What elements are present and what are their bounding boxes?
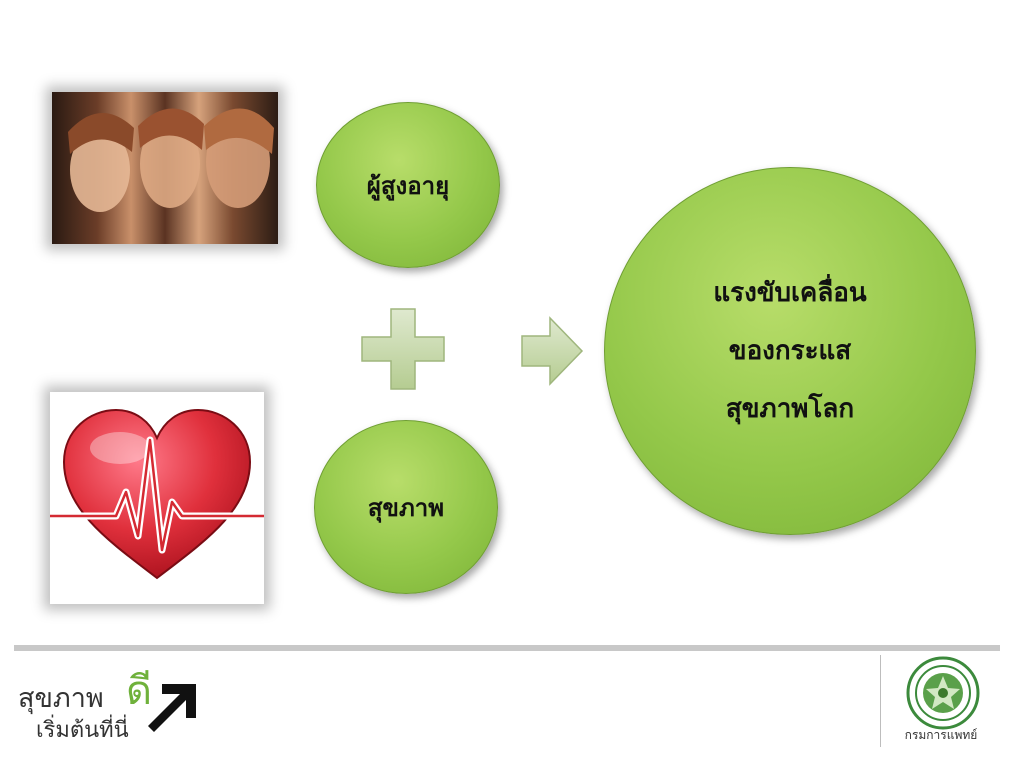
slogan-sub: เริ่มต้นที่นี่ — [36, 718, 129, 743]
heart-photo — [50, 392, 264, 604]
elderly-label: ผู้สูงอายุ — [366, 171, 450, 200]
health-label: สุขภาพ — [367, 493, 445, 522]
faces-photo — [52, 92, 278, 244]
faces-illustration — [68, 108, 274, 212]
plus-icon — [361, 308, 445, 390]
heart-icon — [50, 408, 264, 580]
global-health-driver-bubble: แรงขับเคลื่อน ของกระแส สุขภาพโลก — [604, 167, 976, 535]
slogan-main: สุขภาพ — [18, 683, 104, 714]
driver-line-3: สุขภาพโลก — [725, 394, 855, 424]
arrow-up-right-icon — [148, 684, 196, 732]
footer-divider-line — [14, 645, 1000, 651]
footer-vertical-divider — [880, 655, 881, 747]
health-bubble: สุขภาพ — [314, 420, 498, 594]
department-name: กรมการแพทย์ — [904, 728, 978, 742]
elderly-bubble: ผู้สูงอายุ — [316, 102, 500, 268]
driver-label: แรงขับเคลื่อน ของกระแส สุขภาพโลก — [713, 264, 866, 438]
slogan-di: ดี — [126, 668, 152, 714]
arrow-right-icon — [521, 316, 584, 386]
slogan-logo: สุขภาพ ดี เริ่มต้นที่นี่ — [18, 662, 208, 748]
driver-line-2: ของกระแส — [728, 336, 852, 366]
department-seal-icon — [906, 656, 980, 730]
driver-line-1: แรงขับเคลื่อน — [713, 278, 867, 308]
